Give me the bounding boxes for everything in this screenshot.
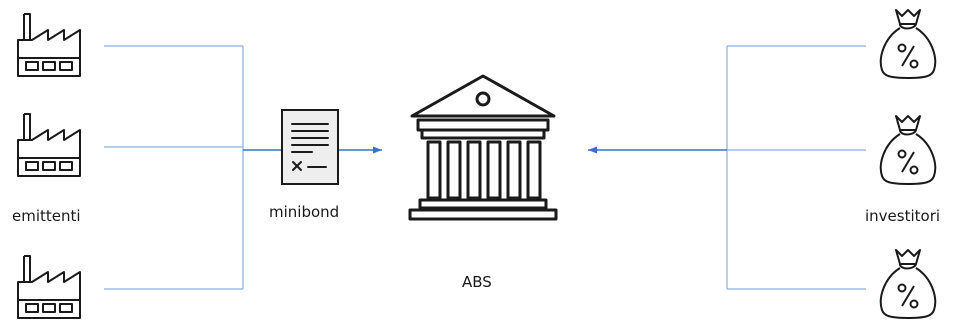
- factory-icon: [17, 13, 81, 77]
- money-bag-percent-icon: [879, 9, 937, 79]
- factory-icon: [17, 113, 81, 177]
- minibond-label: minibond: [269, 203, 340, 221]
- document-icon: [281, 109, 339, 185]
- issuers-label: emittenti: [12, 207, 81, 225]
- money-bag-percent-icon: [879, 249, 937, 319]
- money-bag-percent-icon: [879, 115, 937, 185]
- abs-label: ABS: [462, 273, 492, 291]
- factory-icon: [17, 255, 81, 319]
- investors-label: investitori: [865, 207, 941, 225]
- bank-building-icon: [408, 74, 558, 221]
